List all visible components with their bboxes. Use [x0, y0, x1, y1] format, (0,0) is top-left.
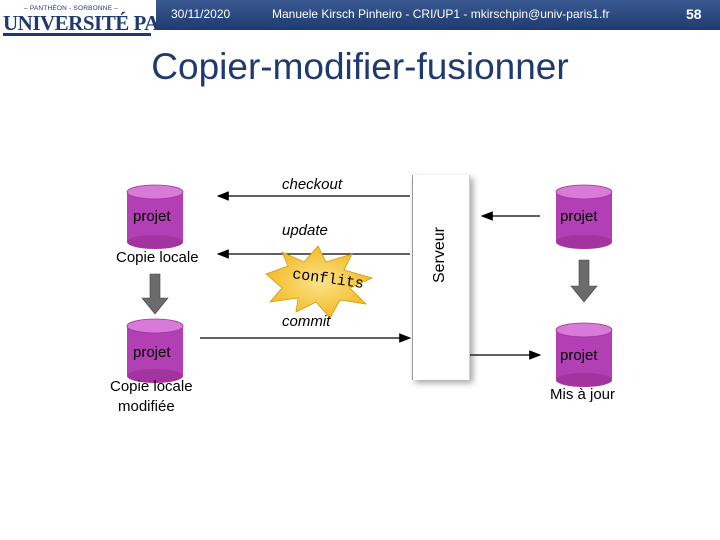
client-repo-bottom — [126, 318, 184, 384]
server-repo-bottom-caption: Mis à jour — [550, 386, 616, 403]
client-repo-bottom-caption-2: modifiée — [118, 398, 175, 415]
slide-header: – PANTHÉON - SORBONNE – UNIVERSITÉ PARIS… — [0, 0, 720, 40]
logo-subtitle: – PANTHÉON - SORBONNE – — [24, 5, 119, 12]
logo-underline — [3, 33, 151, 36]
server-repo-top-label: projet — [560, 208, 598, 225]
server-repo-bottom-label: projet — [560, 347, 598, 364]
server-down-arrow — [570, 259, 598, 303]
commit-label: commit — [282, 313, 331, 330]
server-box — [412, 175, 470, 380]
client-down-arrow — [141, 273, 169, 315]
header-band — [156, 0, 720, 30]
client-repo-top — [126, 184, 184, 250]
client-repo-bottom-label: projet — [133, 344, 171, 361]
server-repo-bottom — [555, 322, 613, 388]
page-number: 58 — [686, 6, 702, 22]
slide-date: 30/11/2020 — [171, 7, 231, 21]
client-repo-top-caption: Copie locale — [116, 249, 199, 266]
client-repo-top-label: projet — [133, 208, 171, 225]
checkout-label: checkout — [282, 176, 343, 193]
slide-title: Copier-modifier-fusionner — [151, 46, 569, 87]
server-repo-top — [555, 184, 613, 250]
client-repo-bottom-caption-1: Copie locale — [110, 378, 193, 395]
slide-author: Manuele Kirsch Pinheiro - CRI/UP1 - mkir… — [272, 7, 610, 21]
update-label: update — [282, 222, 328, 239]
conflict-burst — [265, 245, 374, 319]
